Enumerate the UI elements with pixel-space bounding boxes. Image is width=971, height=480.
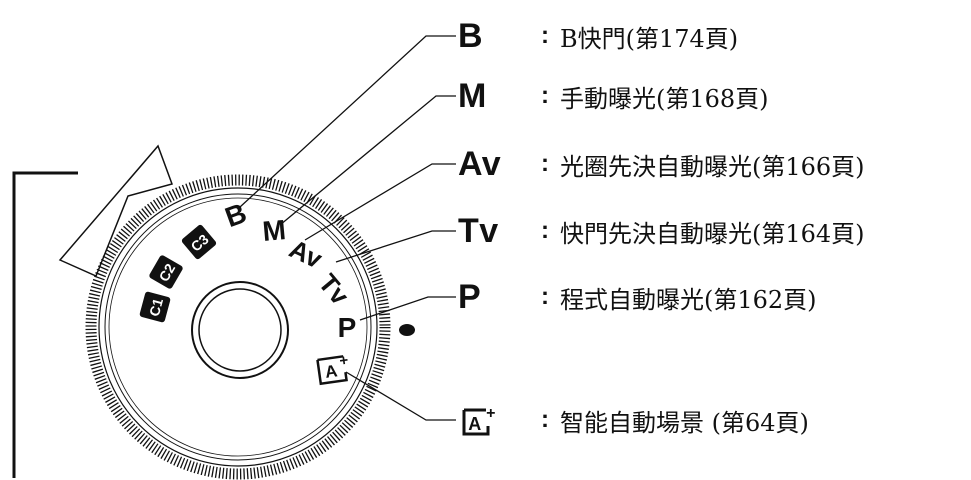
bracket-line (12, 171, 78, 478)
leader-line-p (359, 296, 456, 321)
dial-shoulder (58, 144, 173, 278)
colon: : (541, 283, 549, 310)
colon: : (541, 82, 549, 109)
svg-text:+: + (486, 405, 496, 422)
leader-line-b (239, 35, 456, 208)
mode-row-tv: Tv : 快門先決自動曝光(第164頁) (458, 211, 865, 251)
scene-auto-symbol-icon: A + (462, 405, 496, 436)
mode-description: 程式自動曝光(第162頁) (560, 285, 817, 314)
dial-label-m: M (261, 214, 287, 247)
mode-description: 手動曝光(第168頁) (560, 84, 769, 113)
mode-symbol: Av (458, 144, 502, 183)
mode-symbol: B (458, 16, 484, 55)
leader-line-a (345, 371, 456, 421)
mode-symbol: Tv (458, 211, 499, 250)
dial-icon-c3: C3 (181, 224, 217, 260)
dial-center-button-inner (198, 288, 282, 372)
leader-line-av (304, 163, 456, 241)
dial-icon-c1: C1 (139, 291, 171, 323)
mode-row-b: B : B快門(第174頁) (458, 16, 738, 56)
mode-row-scene-auto: A + : 智能自動場景 (第64頁) (458, 400, 809, 440)
colon: : (541, 406, 549, 433)
mode-description: 光圈先決自動曝光(第166頁) (560, 152, 865, 181)
dial-ring-3 (108, 197, 368, 457)
mode-row-p: P : 程式自動曝光(第162頁) (458, 277, 817, 317)
leader-line-m (279, 95, 456, 226)
dial-outer-ring (98, 187, 378, 467)
mode-row-m: M : 手動曝光(第168頁) (458, 76, 769, 116)
mode-description: 快門先決自動曝光(第164頁) (560, 219, 865, 248)
mode-symbol: M (458, 76, 487, 115)
leader-line-tv (335, 230, 456, 263)
svg-text:A: A (324, 361, 339, 382)
mode-description: B快門(第174頁) (560, 24, 739, 53)
scene-auto-icon: A + (458, 400, 526, 440)
dial-index-mark (399, 324, 415, 336)
mode-row-av: Av : 光圈先決自動曝光(第166頁) (458, 144, 865, 184)
dial-icon-scene-auto: A + (316, 352, 350, 386)
colon: : (541, 22, 549, 49)
mode-description: 智能自動場景 (第64頁) (560, 408, 809, 437)
dial-label-p: P (338, 312, 357, 343)
colon: : (541, 217, 549, 244)
svg-text:C1: C1 (146, 296, 166, 318)
dial-icon-c2: C2 (149, 255, 183, 289)
colon: : (541, 150, 549, 177)
svg-text:C2: C2 (155, 261, 178, 285)
mode-symbol: P (458, 277, 482, 316)
svg-text:A: A (468, 414, 482, 434)
dial-ring-2 (104, 193, 372, 461)
svg-text:+: + (338, 352, 349, 370)
